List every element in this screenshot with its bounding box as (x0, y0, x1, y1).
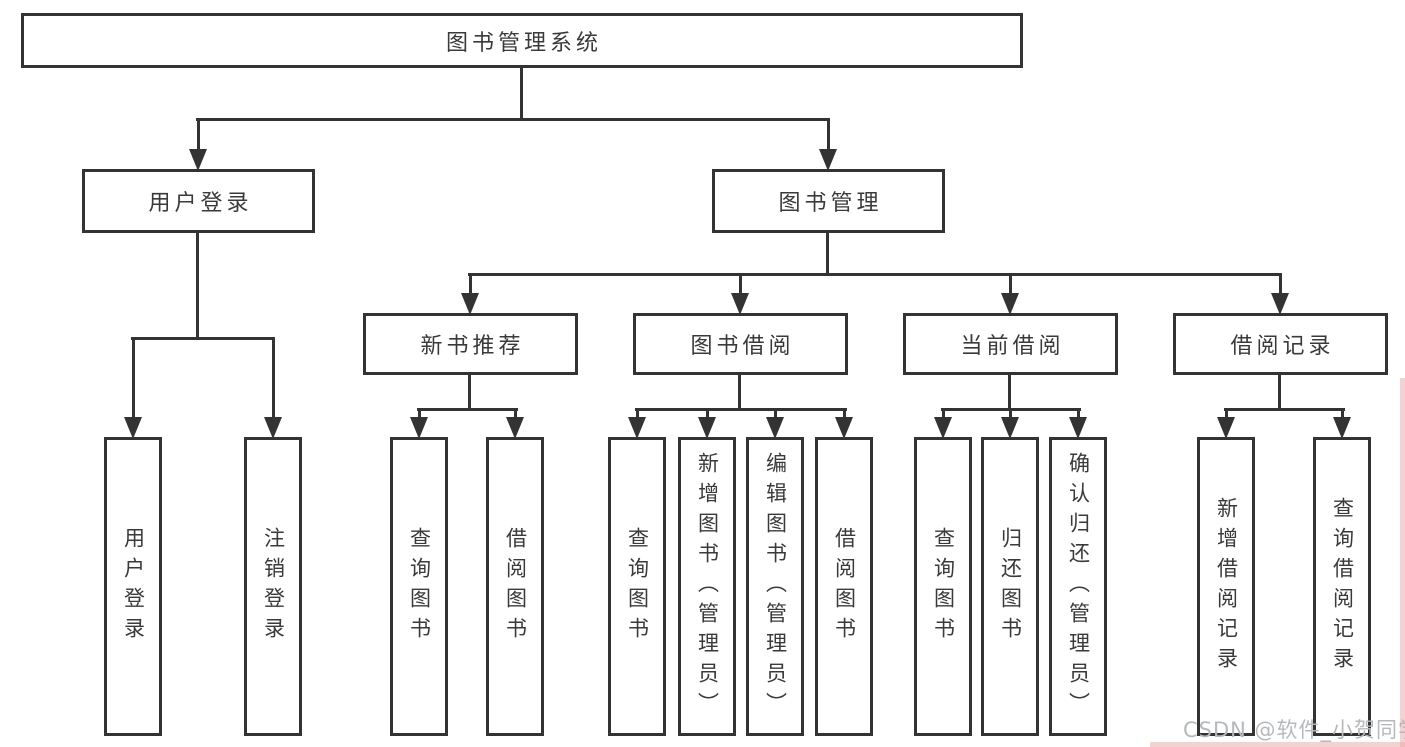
node-new-book-recommend-label: 新书推荐 (420, 334, 525, 359)
connector-line-vertical (1008, 375, 1011, 408)
connector-line-horizontal (196, 118, 830, 121)
arrow-down-icon (819, 149, 837, 171)
leaf-add-borrow-record-label: 新增借阅记录 (1214, 496, 1239, 677)
arrow-down-icon (1333, 417, 1351, 439)
connector-arrow-shaft (469, 273, 472, 293)
connector-arrow-shaft (739, 273, 742, 293)
connector-arrow-shaft (1077, 408, 1080, 417)
arrow-down-icon (264, 417, 282, 439)
node-book-borrowing: 图书借阅 (633, 313, 848, 375)
edge-artifact-right (1400, 378, 1405, 747)
node-borrowing-records: 借阅记录 (1173, 313, 1388, 375)
connector-arrow-shaft (1225, 408, 1228, 417)
leaf-query-books-current-label: 查询图书 (931, 526, 956, 647)
leaf-user-login: 用户登录 (104, 437, 162, 736)
connector-line-vertical (738, 375, 741, 408)
connector-arrow-shaft (827, 118, 830, 149)
leaf-query-books-recommend: 查询图书 (390, 437, 448, 736)
leaf-confirm-return-admin-label: 确认归还（管理员） (1066, 451, 1091, 722)
connector-line-vertical (196, 233, 199, 337)
connector-line-horizontal (635, 408, 847, 411)
leaf-query-books-recommend-label: 查询图书 (407, 526, 432, 647)
leaf-logout-login-label: 注销登录 (261, 526, 286, 647)
arrow-down-icon (766, 417, 784, 439)
leaf-query-books-borrowing: 查询图书 (608, 437, 666, 736)
leaf-add-borrow-record: 新增借阅记录 (1197, 437, 1255, 736)
leaf-return-books: 归还图书 (981, 437, 1039, 736)
node-current-borrowing: 当前借阅 (903, 313, 1118, 375)
connector-arrow-shaft (197, 118, 200, 149)
leaf-add-books-admin: 新增图书（管理员） (678, 437, 736, 736)
leaf-edit-books-admin: 编辑图书（管理员） (746, 437, 804, 736)
connector-line-horizontal (417, 408, 518, 411)
connector-arrow-shaft (636, 408, 639, 417)
node-new-book-recommend: 新书推荐 (363, 313, 578, 375)
connector-arrow-shaft (1009, 273, 1012, 293)
leaf-user-login-label: 用户登录 (121, 526, 146, 647)
connector-arrow-shaft (514, 408, 517, 417)
connector-arrow-shaft (843, 408, 846, 417)
arrow-down-icon (835, 417, 853, 439)
node-book-borrowing-label: 图书借阅 (690, 334, 795, 359)
arrow-down-icon (698, 417, 716, 439)
connector-arrow-shaft (1009, 408, 1012, 417)
node-current-borrowing-label: 当前借阅 (960, 334, 1065, 359)
arrow-down-icon (1001, 417, 1019, 439)
edge-artifact-bottom (1150, 742, 1405, 747)
arrow-down-icon (1271, 293, 1289, 315)
connector-line-vertical (468, 375, 471, 408)
arrow-down-icon (1217, 417, 1235, 439)
arrow-down-icon (461, 293, 479, 315)
node-book-management: 图书管理 (712, 169, 945, 233)
arrow-down-icon (410, 417, 428, 439)
connector-arrow-shaft (706, 408, 709, 417)
leaf-query-borrow-record-label: 查询借阅记录 (1330, 496, 1355, 677)
arrow-down-icon (628, 417, 646, 439)
connector-arrow-shaft (1341, 408, 1344, 417)
leaf-logout-login: 注销登录 (244, 437, 302, 736)
leaf-edit-books-admin-label: 编辑图书（管理员） (763, 451, 788, 722)
connector-line-vertical (1278, 375, 1281, 408)
leaf-borrow-books-recommend-label: 借阅图书 (503, 526, 528, 647)
leaf-query-books-borrowing-label: 查询图书 (625, 526, 650, 647)
leaf-confirm-return-admin: 确认归还（管理员） (1049, 437, 1107, 736)
leaf-add-books-admin-label: 新增图书（管理员） (695, 451, 720, 722)
leaf-return-books-label: 归还图书 (998, 526, 1023, 647)
arrow-down-icon (934, 417, 952, 439)
connector-line-vertical (520, 68, 523, 120)
connector-line-horizontal (131, 337, 275, 340)
connector-arrow-shaft (1279, 273, 1282, 293)
node-user-login-label: 用户登录 (148, 191, 253, 216)
node-root-label: 图书管理系统 (445, 30, 602, 56)
node-borrowing-records-label: 借阅记录 (1230, 334, 1335, 359)
connector-arrow-shaft (272, 337, 275, 417)
node-user-login: 用户登录 (82, 169, 315, 233)
connector-arrow-shaft (132, 337, 135, 417)
connector-line-horizontal (468, 273, 1282, 276)
arrow-down-icon (124, 417, 142, 439)
connector-arrow-shaft (774, 408, 777, 417)
node-book-management-label: 图书管理 (778, 191, 883, 216)
arrow-down-icon (189, 149, 207, 171)
arrow-down-icon (731, 293, 749, 315)
connector-line-horizontal (1224, 408, 1345, 411)
leaf-borrow-books-recommend: 借阅图书 (486, 437, 544, 736)
leaf-query-books-current: 查询图书 (914, 437, 972, 736)
connector-line-vertical (826, 233, 829, 275)
connector-arrow-shaft (942, 408, 945, 417)
arrow-down-icon (1069, 417, 1087, 439)
connector-arrow-shaft (418, 408, 421, 417)
node-root: 图书管理系统 (21, 13, 1023, 68)
arrow-down-icon (1001, 293, 1019, 315)
arrow-down-icon (506, 417, 524, 439)
leaf-borrow-books-borrowing-label: 借阅图书 (832, 526, 857, 647)
watermark: CSDN @软件_小贺同学 (1183, 718, 1405, 742)
leaf-query-borrow-record: 查询借阅记录 (1313, 437, 1371, 736)
leaf-borrow-books-borrowing: 借阅图书 (815, 437, 873, 736)
